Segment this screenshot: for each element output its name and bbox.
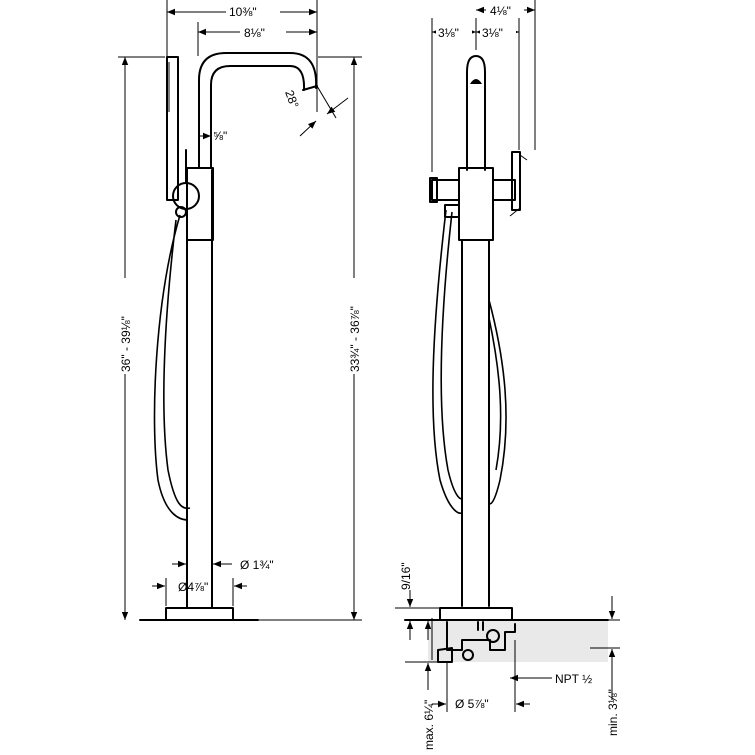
- spout-front: [466, 55, 486, 171]
- spout-outlet-side: [302, 85, 318, 91]
- dim-top-width: 4⅛": [490, 4, 511, 18]
- dim-pipe-diameter: Ø 1¾": [240, 558, 274, 572]
- mixer-body-side: [186, 167, 214, 241]
- dim-thread: NPT ½: [555, 672, 592, 686]
- hose-side: [153, 214, 191, 521]
- dim-overall-width: 10⅜": [229, 5, 257, 19]
- floor-section: [428, 620, 608, 662]
- mixer-body-front: [458, 167, 494, 241]
- main-column-side: [186, 169, 213, 609]
- hose-front: [432, 209, 463, 514]
- main-column-front: [461, 239, 490, 607]
- spout-side: [198, 52, 318, 169]
- handle-left-front: [431, 179, 460, 201]
- dim-spout-height: 33¾" - 36⅞": [348, 306, 362, 372]
- dim-spout-reach: 8⅛": [244, 26, 265, 40]
- dim-handshower-offset: ⅝": [213, 129, 227, 143]
- dim-rough-diameter: Ø 5⅞": [455, 697, 489, 711]
- front-view: 4⅛" 3⅛" 3⅛" 9/16" max. 6¼" NPT ½ Ø 5⅞": [395, 0, 620, 750]
- handle-right-front: [492, 179, 516, 201]
- dim-min-depth: min. 3⅛": [606, 689, 620, 736]
- dim-total-height: 36" - 39⅛": [119, 316, 133, 372]
- base-plate-front: [439, 607, 513, 621]
- dim-spout-angle: 28°: [282, 88, 301, 110]
- dim-right-offset: 3⅛": [482, 26, 503, 40]
- side-view: 10⅜" 8⅛" 28° ⅝" Ø 1¾" Ø4⅞" 36" - 39⅛": [117, 0, 362, 621]
- dim-left-offset: 3⅛": [438, 26, 459, 40]
- dim-base-thickness: 9/16": [399, 562, 413, 590]
- dim-max-depth-label: max. 6¼": [422, 700, 436, 750]
- handshower-side: [166, 56, 179, 201]
- handshower-front: [511, 151, 521, 211]
- rough-in-valve: [446, 621, 516, 651]
- dim-base-diameter: Ø4⅞": [178, 580, 208, 594]
- base-plate-side: [165, 607, 234, 621]
